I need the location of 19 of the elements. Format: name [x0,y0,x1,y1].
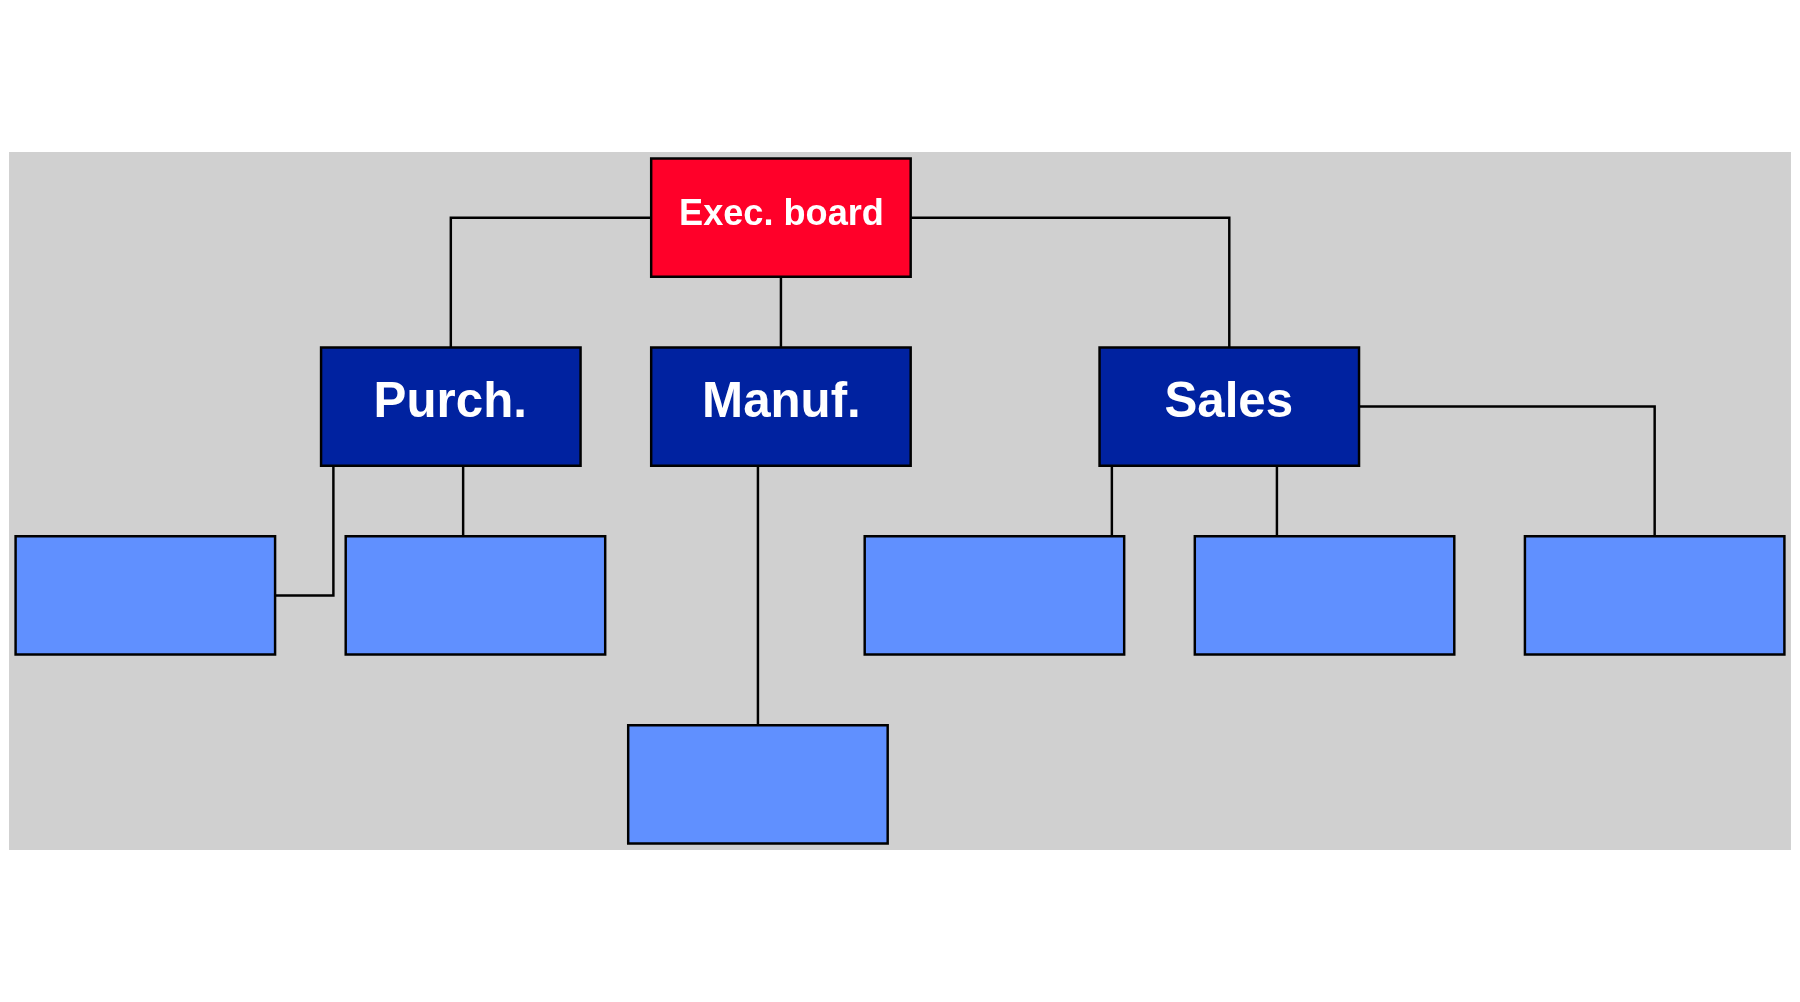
connector [756,466,760,725]
connector [1275,465,1279,536]
connector [1110,465,1114,536]
node-box: Exec. board [649,157,912,279]
connector [1359,405,1656,537]
node-box: Purch. [319,346,582,467]
node-box: Sales [1098,346,1361,467]
node-box [626,723,889,845]
node-box [344,535,607,656]
node-box [1193,535,1456,656]
connector [449,216,651,348]
connector [911,216,1231,348]
node-box [1523,535,1786,656]
connector [461,465,465,536]
connector [779,276,783,347]
node-box [14,535,277,656]
node-box [863,535,1126,656]
connector [275,465,335,597]
node-box: Manuf. [649,346,912,467]
